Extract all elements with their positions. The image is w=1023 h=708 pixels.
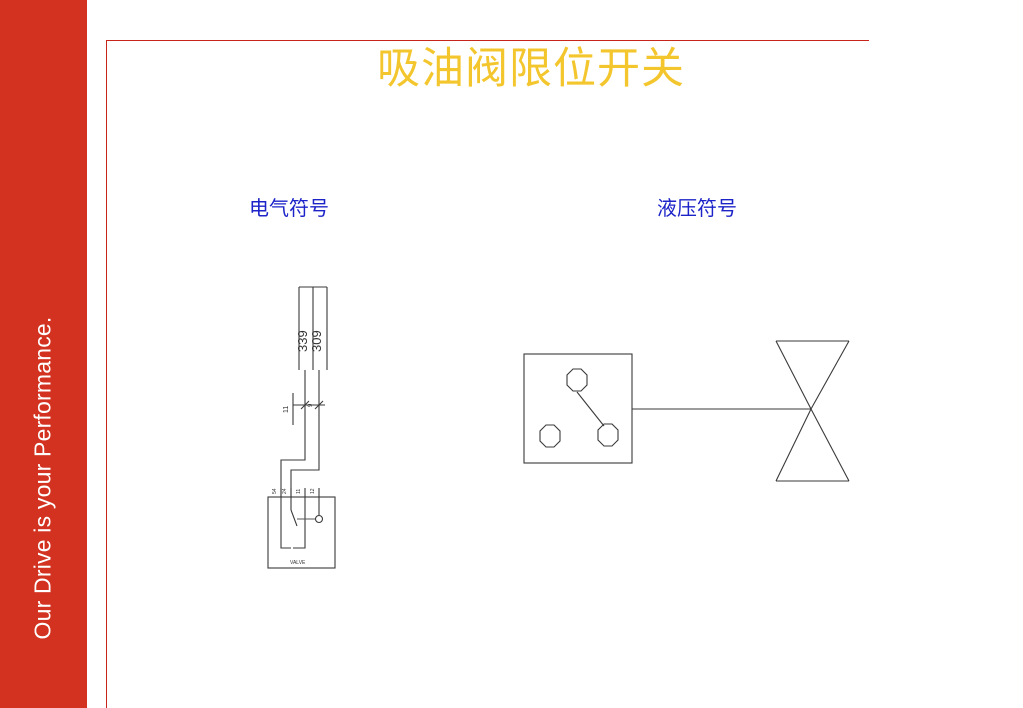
valve-upper-right [810,340,850,410]
cable-mark-2: 9 [308,403,314,407]
wire-route-a [280,453,306,497]
side-brand-band [0,0,87,708]
switch-roller [314,514,324,524]
frame-left-rule [106,40,107,708]
terminal-label-54: 54 [272,488,278,494]
valve-lower-left [775,408,812,482]
wire-number-309: 309 [309,330,324,352]
contact-path-b [293,497,306,549]
top-octagon [566,368,588,392]
valve-box [267,496,336,569]
electrical-symbol: 339 309 11 9 54 24 11 12 [267,286,336,569]
slide-title: 吸油阀限位开关 [377,44,685,94]
cable-slash-a [300,400,310,410]
terminal-label-11: 11 [296,489,302,494]
valve-lower-right [810,408,850,482]
terminal-label-24: 24 [282,488,288,494]
electrical-symbol-label: 电气符号 [249,196,329,220]
contact-path-a [280,497,291,549]
hydraulic-symbol [523,340,850,482]
switch-link-line [576,391,605,427]
wire-number-339: 339 [295,330,310,352]
hydraulic-symbol-label: 液压符号 [657,196,737,220]
valve-component-label: VALVE [290,560,306,566]
right-octagon [597,423,619,447]
wire-route-b [290,453,320,497]
frame-top-rule [106,40,869,41]
limit-switch-box [523,353,633,464]
cable-slash-b [314,400,324,410]
left-octagon [539,424,561,448]
terminal-label-12: 12 [310,488,316,494]
cable-mark: 11 [283,406,290,413]
switch-blade [290,509,298,527]
valve-upper-left [775,340,812,410]
